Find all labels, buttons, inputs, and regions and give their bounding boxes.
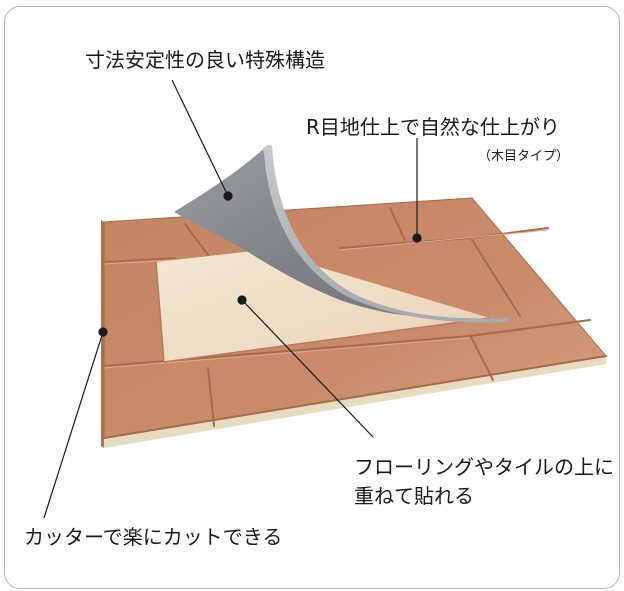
mat-backing-edge xyxy=(104,356,606,448)
overlay-dot xyxy=(237,295,247,305)
joint-note: （木目タイプ） xyxy=(478,149,570,164)
joint-dot xyxy=(412,233,422,243)
structure-dot xyxy=(223,191,233,201)
overlay-callout-line1: フローリングやタイルの上に xyxy=(354,455,614,479)
cutter-dot xyxy=(98,327,108,337)
underlay-floor-area xyxy=(156,250,490,362)
structure-callout: 寸法安定性の良い特殊構造 xyxy=(85,48,325,72)
joint-callout: R目地仕上で自然な仕上がり xyxy=(306,115,560,139)
cutter-callout: カッターで楽にカットできる xyxy=(24,525,283,549)
leader-lines xyxy=(43,79,422,519)
peeled-flap-edge xyxy=(262,144,510,323)
tile-joint-highlights xyxy=(103,229,549,369)
peeled-flap xyxy=(174,144,510,320)
overlay-callout-line2: 重ねて貼れる xyxy=(354,484,474,508)
